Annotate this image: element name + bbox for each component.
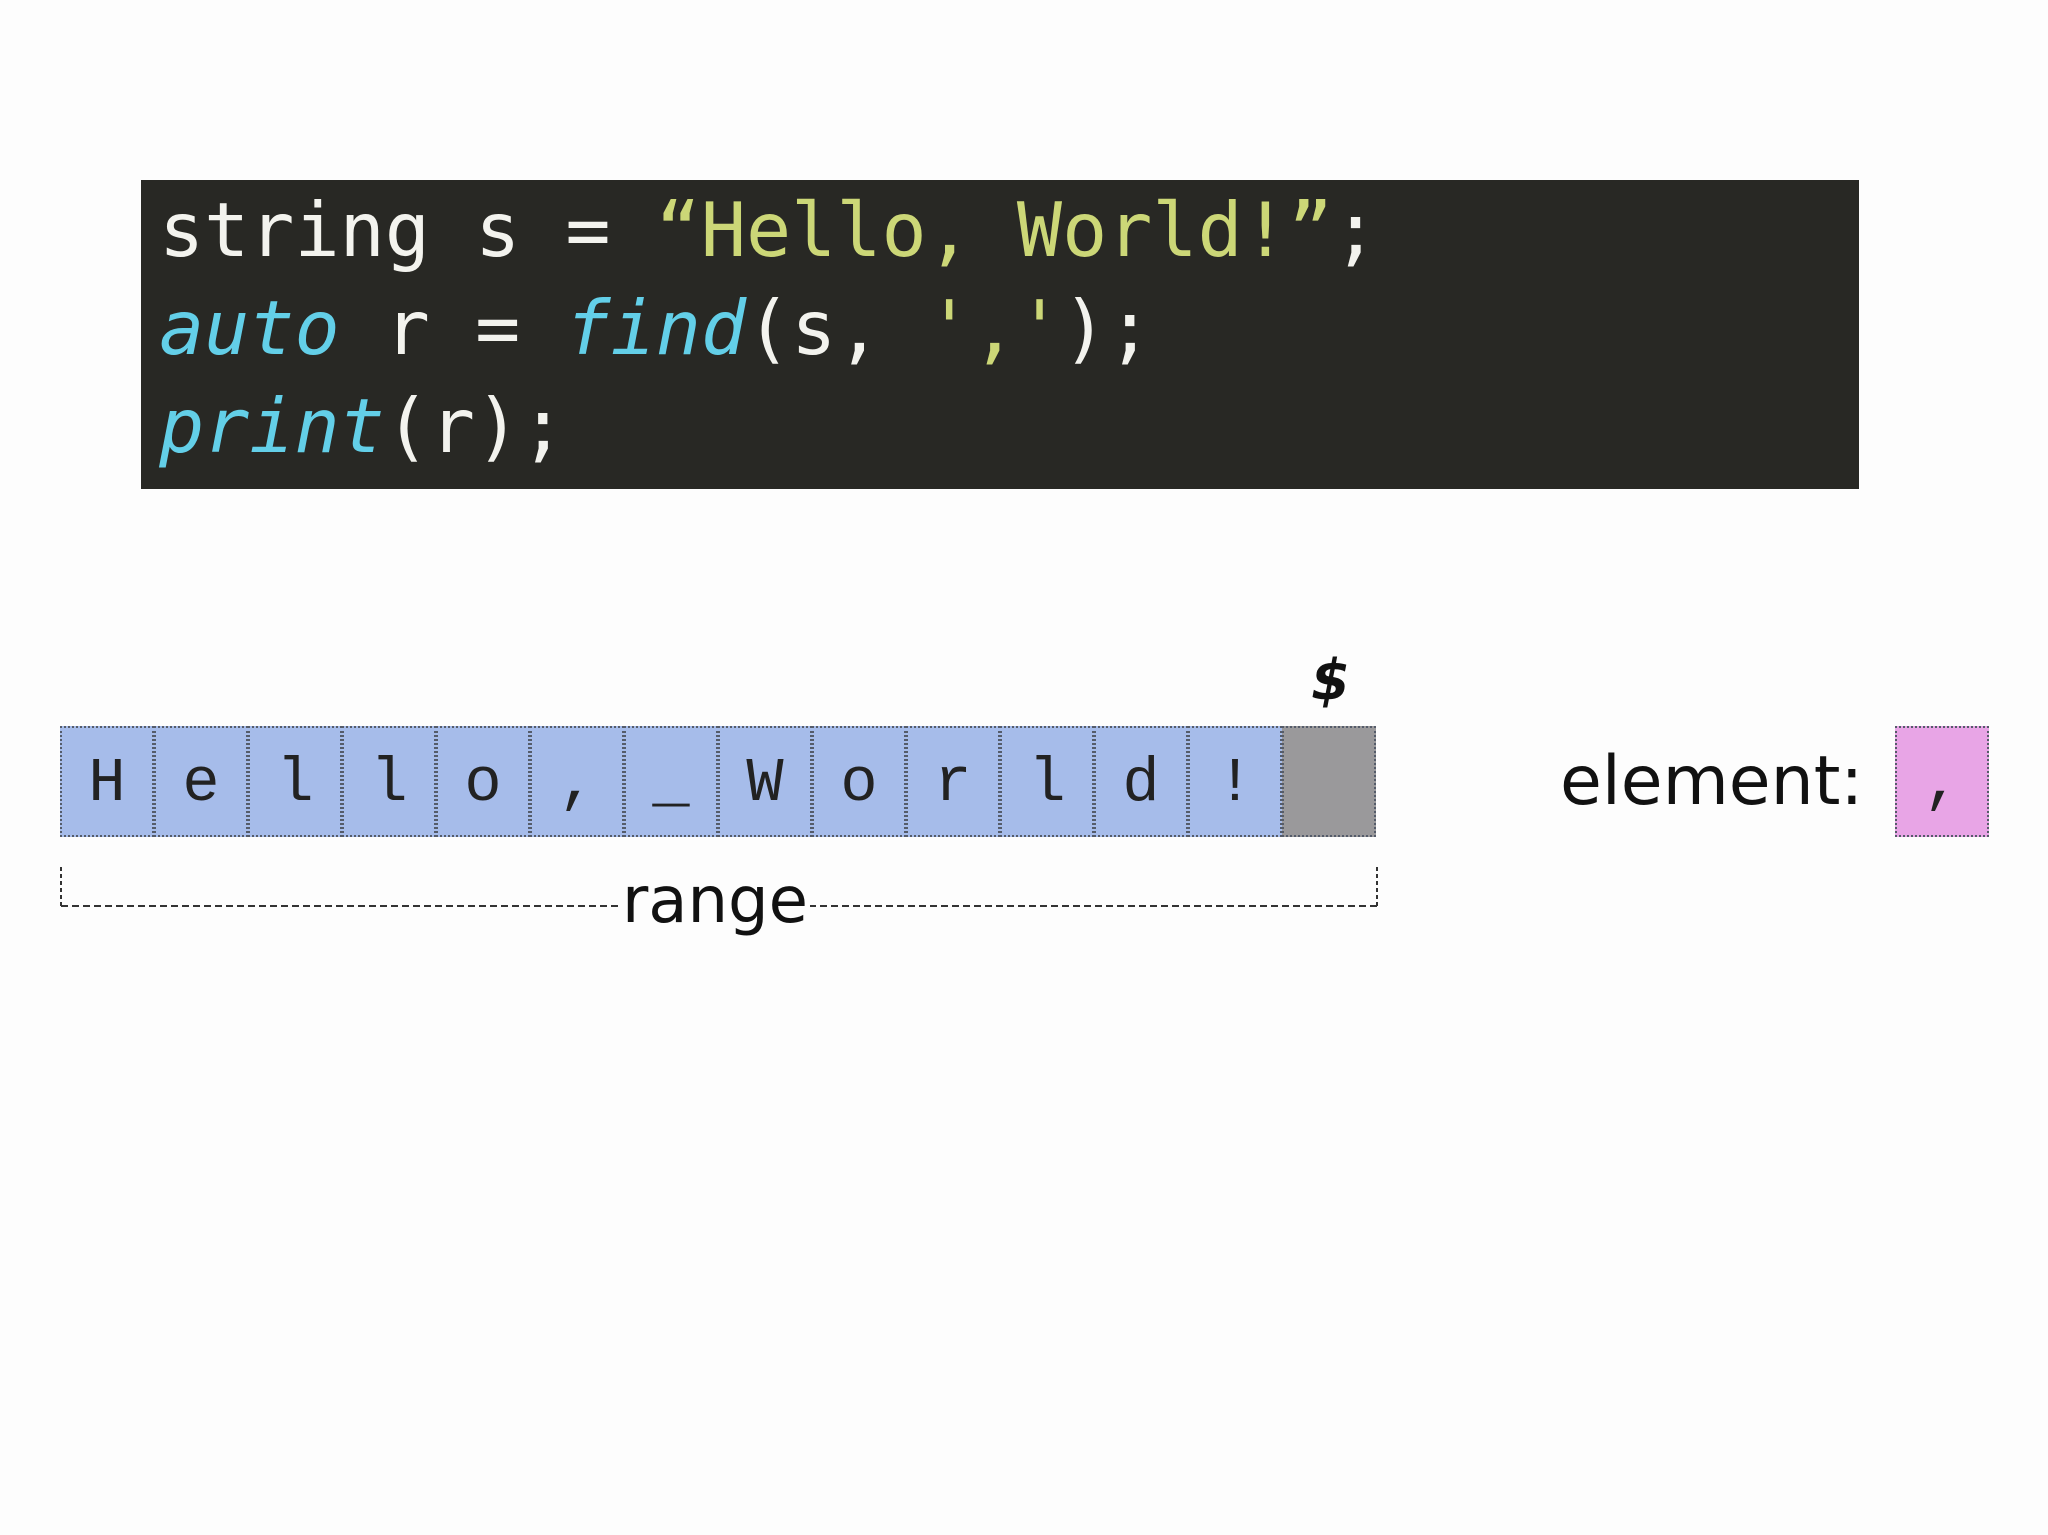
- element-label: element:: [1560, 742, 1864, 821]
- char-cell: r: [906, 726, 1000, 837]
- char-literal: ',': [926, 284, 1063, 372]
- char-cell: l: [342, 726, 436, 837]
- char-cell: o: [812, 726, 906, 837]
- code-text: ;: [1333, 186, 1379, 274]
- code-text: string s =: [159, 186, 656, 274]
- keyword-find: find: [565, 284, 747, 372]
- keyword-print: print: [159, 382, 385, 470]
- char-cell: e: [154, 726, 248, 837]
- element-box: ,: [1895, 726, 1989, 837]
- end-marker: $: [1311, 648, 1350, 713]
- char-cell: l: [1000, 726, 1094, 837]
- string-literal: “Hello, World!”: [655, 186, 1334, 274]
- code-line-1: string s = “Hello, World!”;: [159, 180, 1378, 280]
- code-line-3: print(r);: [159, 376, 565, 476]
- keyword-auto: auto: [159, 284, 340, 372]
- char-cell: H: [60, 726, 154, 837]
- code-text: (s,: [746, 284, 927, 372]
- code-text: r =: [339, 284, 566, 372]
- code-text: );: [1062, 284, 1153, 372]
- code-block: string s = “Hello, World!”; auto r = fin…: [141, 180, 1859, 489]
- char-cell: _: [624, 726, 718, 837]
- end-cell: [1282, 726, 1376, 837]
- char-cell: ,: [530, 726, 624, 837]
- range-label: range: [620, 864, 810, 938]
- code-text: (r);: [384, 382, 566, 470]
- char-cell: o: [436, 726, 530, 837]
- char-cell: W: [718, 726, 812, 837]
- char-cell: l: [248, 726, 342, 837]
- char-cell: d: [1094, 726, 1188, 837]
- char-cell: !: [1188, 726, 1282, 837]
- code-line-2: auto r = find(s, ',');: [159, 278, 1152, 378]
